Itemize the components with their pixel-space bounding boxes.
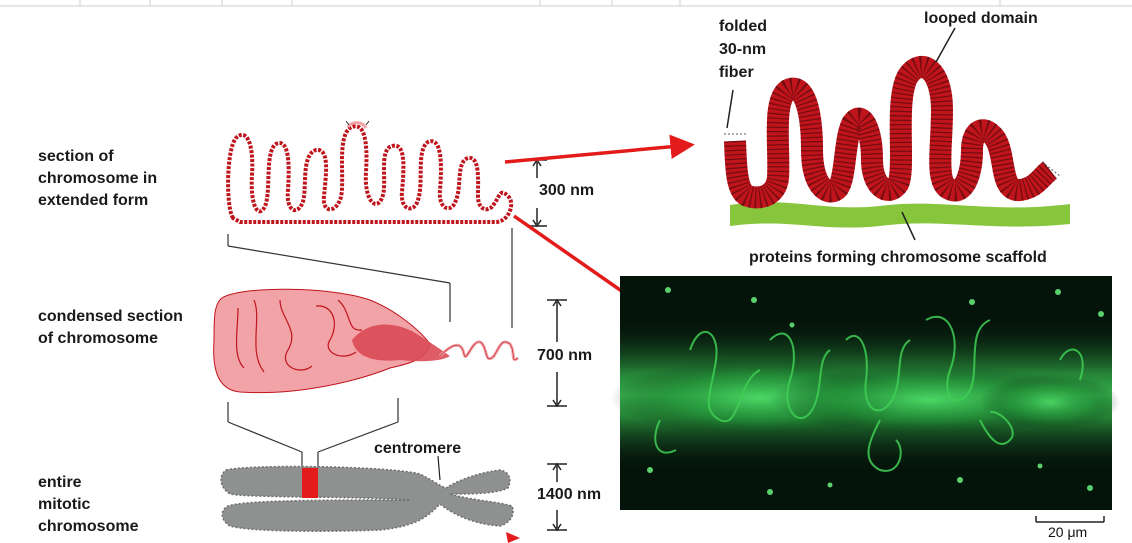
connector-lines-upper bbox=[227, 228, 513, 328]
mitotic-chromosome-label: entire mitotic chromosome bbox=[38, 472, 138, 538]
mitotic-label-line-3: chromosome bbox=[38, 518, 139, 535]
detail-labels: folded 30-nm fiber looped domain protein… bbox=[719, 10, 1047, 266]
condensed-label-line-1: condensed section bbox=[38, 308, 183, 325]
folded-fiber-line-2: 30-nm bbox=[719, 41, 766, 58]
scale-bar-label: 20 μm bbox=[1048, 524, 1088, 540]
measure-700-bracket bbox=[547, 298, 567, 408]
measure-700-label: 700 nm bbox=[537, 347, 593, 364]
scale-bar bbox=[1035, 516, 1105, 523]
condensed-section-label: condensed section of chromosome bbox=[38, 306, 183, 350]
extended-label-line-1: section of bbox=[38, 148, 114, 165]
folded-fiber-line-1: folded bbox=[719, 18, 767, 35]
condensed-section bbox=[213, 288, 519, 394]
fluorescence-micrograph bbox=[610, 276, 1120, 510]
scaffold-label: proteins forming chromosome scaffold bbox=[749, 249, 1047, 266]
top-border-lines bbox=[0, 0, 1132, 7]
looped-domain-label: looped domain bbox=[924, 10, 1038, 27]
centromere-label: centromere bbox=[374, 440, 461, 457]
measure-300-label: 300 nm bbox=[539, 182, 595, 199]
folded-fiber-line-3: fiber bbox=[719, 64, 754, 81]
connector-lines-lower bbox=[227, 398, 399, 470]
extended-label-line-3: extended form bbox=[38, 192, 149, 209]
mitotic-chromosome: centromere bbox=[220, 440, 514, 532]
measure-1400-bracket bbox=[547, 462, 567, 532]
extended-label-line-2: chromosome in bbox=[38, 170, 158, 187]
mitotic-label-line-2: mitotic bbox=[38, 496, 91, 513]
mitotic-label-line-1: entire bbox=[38, 474, 82, 491]
red-corner-mark bbox=[506, 532, 520, 543]
extended-fiber bbox=[226, 120, 514, 224]
measure-1400-label: 1400 nm bbox=[537, 486, 602, 503]
looped-domain-detail bbox=[724, 27, 1070, 241]
scaffold-protein-band bbox=[730, 202, 1070, 228]
extended-form-label: section of chromosome in extended form bbox=[38, 146, 157, 212]
condensed-label-line-2: of chromosome bbox=[38, 330, 159, 347]
